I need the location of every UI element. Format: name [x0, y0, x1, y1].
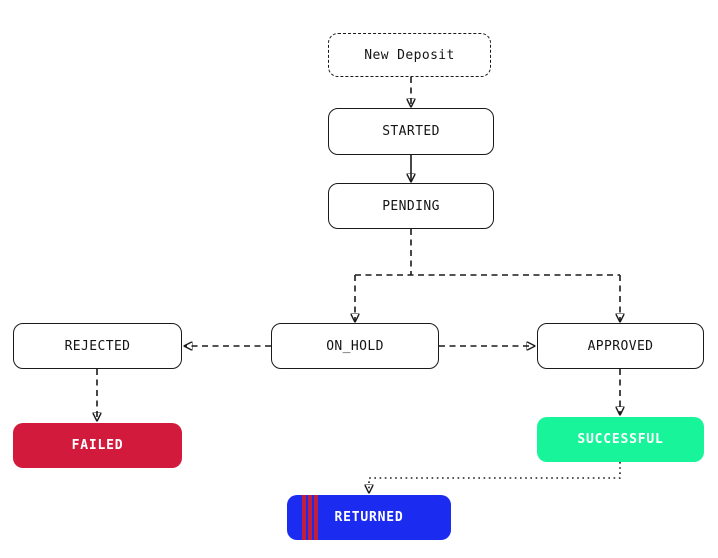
returned-stripe-decoration [314, 495, 318, 540]
node-approved-label: APPROVED [587, 338, 654, 354]
edge-pending-branch [355, 229, 620, 276]
node-on-hold: ON_HOLD [271, 323, 439, 369]
node-started: STARTED [328, 108, 494, 155]
node-new-deposit-label: New Deposit [364, 47, 455, 63]
returned-stripe-decoration [302, 495, 306, 540]
node-returned-label: RETURNED [334, 510, 404, 525]
node-started-label: STARTED [382, 124, 440, 139]
node-pending: PENDING [328, 183, 494, 229]
node-rejected: REJECTED [13, 323, 182, 369]
node-new-deposit: New Deposit [328, 33, 491, 77]
edge-successful-returned [369, 462, 621, 492]
node-failed-label: FAILED [71, 438, 124, 453]
node-rejected-label: REJECTED [64, 338, 131, 354]
node-pending-label: PENDING [382, 198, 440, 214]
node-approved: APPROVED [537, 323, 704, 369]
returned-stripe-decoration [308, 495, 312, 540]
node-successful: SUCCESSFUL [537, 417, 704, 462]
node-successful-label: SUCCESSFUL [577, 432, 664, 447]
node-returned: RETURNED [287, 495, 451, 540]
node-failed: FAILED [13, 423, 182, 468]
node-on-hold-label: ON_HOLD [326, 338, 384, 354]
